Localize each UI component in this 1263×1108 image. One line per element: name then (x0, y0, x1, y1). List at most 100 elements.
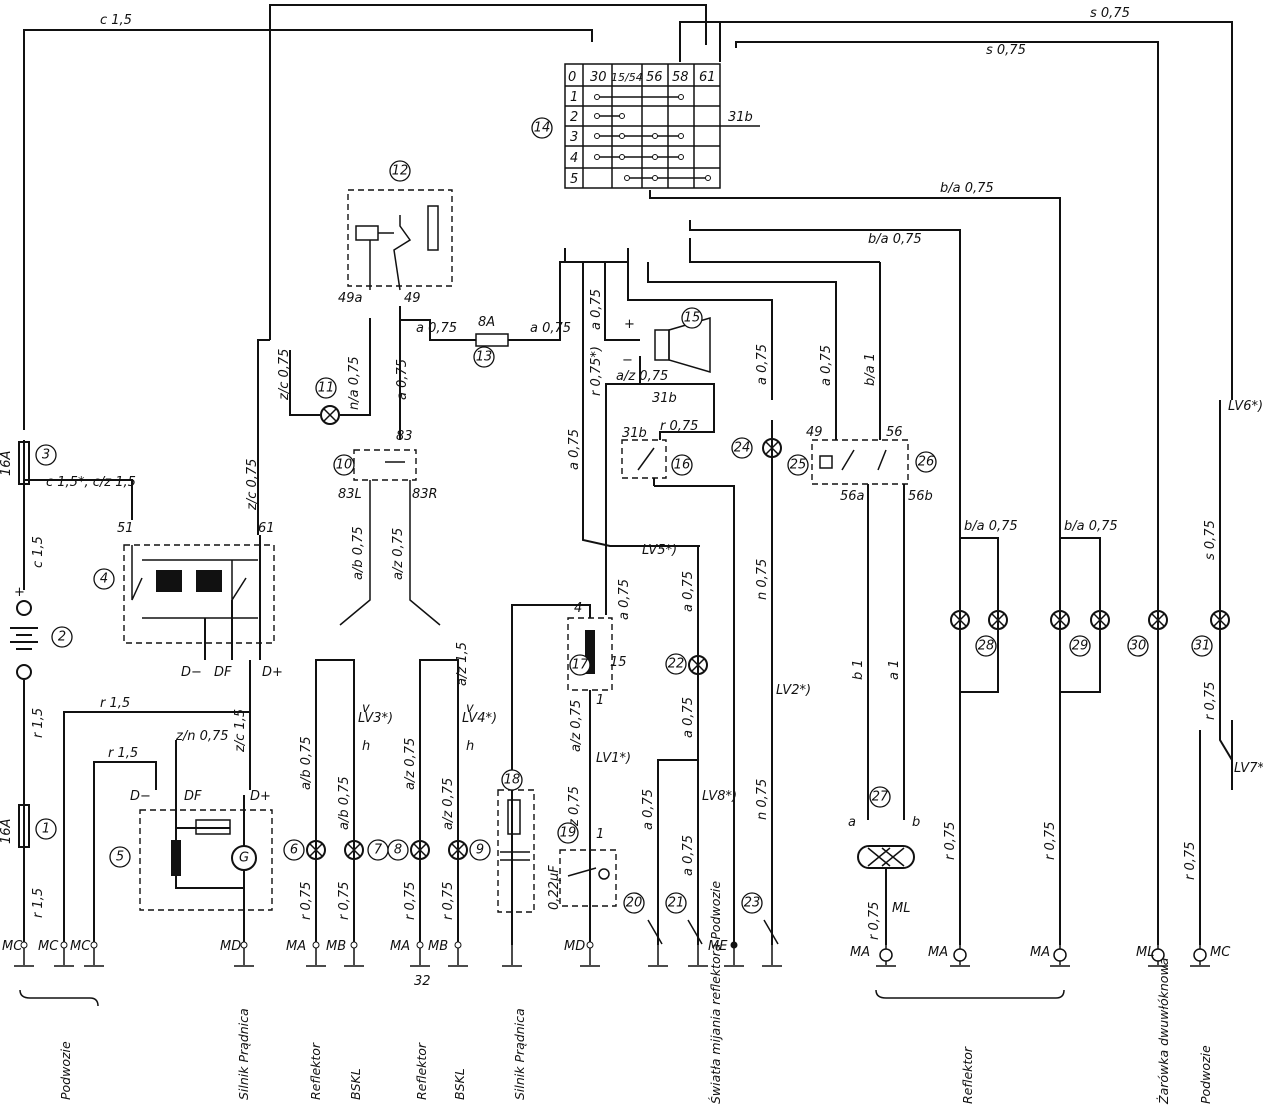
wire-label: a 0,75 (530, 321, 571, 336)
ground-label: MC (38, 939, 59, 954)
table-row-label: 5 (570, 172, 578, 187)
component-number-circle (387, 839, 409, 861)
table-row-label: 2 (570, 110, 578, 125)
wire-label: z 0,75 (567, 786, 582, 827)
component-number-circle (869, 786, 891, 808)
component-number-circle (1069, 635, 1091, 657)
charge-lamp-circuit: z/c 0,75 z/c 0,75 n/a 0,75 (245, 318, 371, 535)
table-header: 61 (699, 70, 716, 85)
wire-label: a/b 0,75 (299, 736, 314, 790)
component-number-circle (109, 846, 131, 868)
bottom-label: Reflektor (308, 1042, 323, 1100)
bottom-label: Światła mijania reflektora Podwozie (708, 881, 723, 1104)
terminal-label: 1 (596, 827, 604, 842)
component-number: 30 (1130, 639, 1147, 654)
component-number: 1 (42, 822, 50, 837)
terminal-label: 31b (652, 391, 677, 406)
wire-label: a/z 0,75 (441, 778, 456, 830)
wire-label: a 0,75 (567, 429, 582, 470)
connector-pin: h (466, 739, 474, 754)
ignition-circuit: 4 15 1 1 a/z 0,75 z 0,75 a 0,75 0,22µF L… (497, 579, 632, 967)
component-number: 28 (978, 639, 995, 654)
component-number: 20 (626, 896, 643, 911)
terminal-label: 49 (806, 425, 823, 440)
wire-label: a 0,75 (589, 289, 604, 330)
ground-label: MB (428, 939, 448, 954)
component-number-circle (915, 451, 937, 473)
terminal-label: 56b (908, 489, 933, 504)
wire-label: a 0,75 (416, 321, 457, 336)
table-header: 15/54 (611, 71, 643, 84)
component-number-circle (787, 454, 809, 476)
component-number: 8 (394, 843, 402, 858)
fuse-label: 8A (478, 315, 495, 330)
ground-label: MA (286, 939, 306, 954)
component-number-circle (389, 160, 411, 182)
component-number-circle (1127, 635, 1149, 657)
table-header: 58 (672, 70, 689, 85)
wire-label: r 0,75 (1043, 822, 1058, 860)
terminal-label: D+ (262, 665, 283, 680)
wire-label: b/a 1 (863, 353, 878, 386)
wire-label: r 1,5 (31, 888, 46, 918)
bottom-label: Reflektor (414, 1042, 429, 1100)
wire-label: a 0,75 (681, 697, 696, 738)
component-number: 17 (572, 658, 589, 673)
bottom-label: Podwozie (58, 1041, 73, 1100)
light-switch-table: 0 30 15/54 56 58 61 1 2 3 4 5 31b (564, 63, 760, 189)
component-number-circle (333, 454, 355, 476)
bottom-label: Silnik Prądnica (236, 1008, 251, 1100)
wire-label: n 0,75 (755, 779, 770, 820)
terminal-label: + (14, 585, 25, 600)
component-number: 15 (684, 311, 701, 326)
connector-pin: v (466, 701, 474, 716)
component-number: 12 (392, 164, 409, 179)
battery-column: 16A 16A c 1,5*, c/z 1,5 c 1,5 r 1,5 r 1,… (0, 440, 136, 945)
component-number: 11 (318, 381, 335, 396)
bottom-label: Silnik Prądnica (512, 1008, 527, 1100)
generator-symbol: G (239, 851, 249, 866)
horn-circuit: + − 31b 31b a/z 0,75 r 0,75 r 0,75*) a 0… (564, 248, 837, 945)
wire-label: n/a 0,75 (347, 356, 362, 410)
terminal-label: ML (892, 901, 910, 916)
bottom-label: Reflektor (960, 1046, 975, 1104)
fuse-label: 16A (0, 819, 14, 844)
bottom-label: BSKL (452, 1068, 467, 1100)
component-number: 4 (100, 572, 108, 587)
ground-label: MC (1210, 945, 1231, 960)
flasher-unit: 49a 49 a 0,75 a 0,75 8A a 0,75 (338, 189, 629, 440)
ground-label: MA (928, 945, 948, 960)
side-lamps: b/a 0,75 b/a 0,75 r 0,75 r 0,75 MA MA (875, 519, 1118, 999)
headlamp-relay: 49 56 56a 56b a 0,75 b/a 1 b 1 a 1 a b M… (806, 262, 933, 967)
wire-label: r 0,75 (403, 882, 418, 920)
wire-label: s 0,75 (986, 43, 1026, 58)
wire-label: r 0,75 (441, 882, 456, 920)
wire-label: r 0,75 (1183, 842, 1198, 880)
terminal-label: 15 (610, 655, 627, 670)
component-number-circle (469, 839, 491, 861)
terminal-label: 49 (404, 291, 421, 306)
component-number: 9 (476, 843, 484, 858)
front-lamps: a/b 0,75 a/b 0,75 a/z 0,75 a/z 0,75 a/z … (286, 642, 497, 989)
component-number: 22 (668, 657, 685, 672)
wire-label: z/c 0,75 (245, 459, 260, 511)
component-number: 25 (790, 458, 807, 473)
wire-label: a 0,75 (395, 359, 410, 400)
table-row-label: 4 (570, 151, 578, 166)
component-number: 18 (504, 773, 521, 788)
connector-label: LV4*) (462, 711, 497, 726)
terminal-label: 0,22µF (547, 865, 562, 910)
wire-label: b 1 (851, 659, 866, 680)
wire-label: n 0,75 (755, 559, 770, 600)
wire-label: c 1,5 (100, 13, 132, 28)
terminal-label: + (624, 317, 635, 332)
terminal-label: D− (181, 665, 202, 680)
component-number-circle (531, 117, 553, 139)
wire-label: r 0,75 (299, 882, 314, 920)
component-number-circle (35, 818, 57, 840)
wire-label: b/a 0,75 (940, 181, 994, 196)
terminal-label: DF (214, 665, 232, 680)
component-number: 14 (534, 121, 551, 136)
